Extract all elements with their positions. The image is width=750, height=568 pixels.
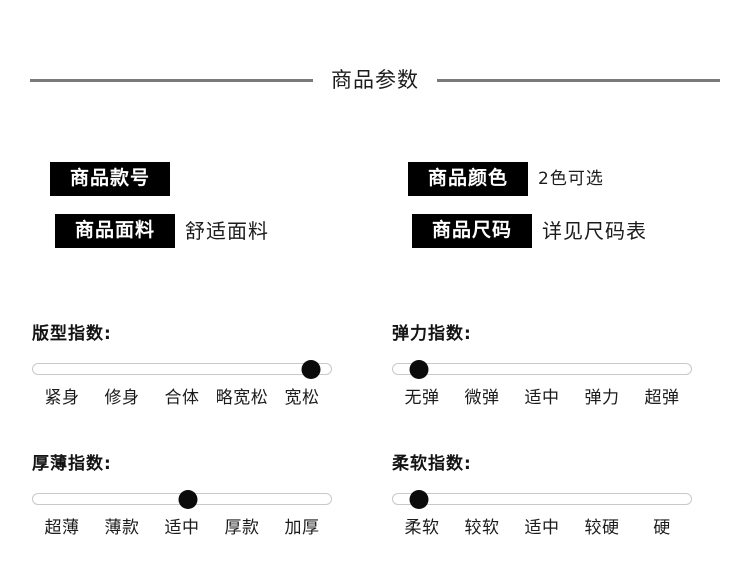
parameter-tag-fabric: 商品面料 bbox=[55, 214, 175, 248]
slider-heading-fit: 版型指数: bbox=[32, 324, 112, 344]
slider-option-label[interactable]: 适中 bbox=[164, 518, 200, 538]
slider-track-softness[interactable] bbox=[392, 490, 692, 509]
slider-option-label[interactable]: 厚款 bbox=[224, 518, 260, 538]
slider-option-label[interactable]: 微弹 bbox=[464, 388, 500, 408]
slider-option-label[interactable]: 合体 bbox=[164, 388, 200, 408]
parameter-list: 商品款号 商品面料 舒适面料 商品颜色 2色可选 商品尺码 详见尺码表 bbox=[0, 150, 750, 270]
slider-scale-elasticity: 无弹 微弹 适中 弹力 超弹 bbox=[392, 390, 692, 412]
slider-option-label[interactable]: 超薄 bbox=[44, 518, 80, 538]
title-rule-left bbox=[30, 78, 313, 82]
slider-track-thickness[interactable] bbox=[32, 490, 332, 509]
slider-option-label[interactable]: 略宽松 bbox=[215, 388, 269, 408]
slider-knob-softness[interactable] bbox=[409, 490, 429, 509]
slider-option-label[interactable]: 柔软 bbox=[404, 518, 440, 538]
parameter-tag-style-number: 商品款号 bbox=[50, 162, 170, 196]
slider-group-fit: 版型指数: 紧身 修身 合体略宽松宽松 bbox=[32, 326, 332, 412]
slider-option-label[interactable]: 适中 bbox=[524, 518, 560, 538]
slider-option-label[interactable]: 适中 bbox=[524, 388, 560, 408]
slider-option-label[interactable]: 加厚 bbox=[284, 518, 320, 538]
slider-option-label[interactable]: 修身 bbox=[104, 388, 140, 408]
slider-scale-fit: 紧身 修身 合体略宽松宽松 bbox=[32, 390, 332, 412]
slider-group-elasticity: 弹力指数: 无弹 微弹 适中 弹力 超弹 bbox=[392, 326, 692, 412]
parameter-row-size: 商品尺码 详见尺码表 bbox=[412, 214, 647, 248]
slider-option-label[interactable]: 宽松 bbox=[284, 388, 320, 408]
slider-group-thickness: 厚薄指数: 超薄 薄款 适中 厚款 加厚 bbox=[32, 456, 332, 542]
slider-track-bar-fit bbox=[32, 363, 332, 375]
slider-heading-elasticity: 弹力指数: bbox=[392, 324, 472, 344]
parameter-row-color: 商品颜色 2色可选 bbox=[408, 162, 604, 196]
slider-scale-thickness: 超薄 薄款 适中 厚款 加厚 bbox=[32, 520, 332, 542]
slider-knob-elasticity[interactable] bbox=[409, 360, 429, 379]
slider-track-elasticity[interactable] bbox=[392, 360, 692, 379]
slider-scale-softness: 柔软 较软 适中 较硬 硬 bbox=[392, 520, 692, 542]
slider-option-label[interactable]: 弹力 bbox=[584, 388, 620, 408]
slider-option-label[interactable]: 紧身 bbox=[44, 388, 80, 408]
page-title: 商品参数 bbox=[331, 67, 419, 92]
slider-option-label[interactable]: 超弹 bbox=[644, 388, 680, 408]
slider-option-label[interactable]: 较软 bbox=[464, 518, 500, 538]
slider-group-softness: 柔软指数: 柔软 较软 适中 较硬 硬 bbox=[392, 456, 692, 542]
slider-option-label[interactable]: 较硬 bbox=[584, 518, 620, 538]
slider-heading-softness: 柔软指数: bbox=[392, 454, 472, 474]
parameter-value-color: 2色可选 bbox=[538, 168, 604, 189]
parameter-row-style-number: 商品款号 bbox=[50, 162, 180, 196]
parameter-tag-size: 商品尺码 bbox=[412, 214, 532, 248]
section-title: 商品参数 bbox=[0, 60, 750, 100]
slider-knob-fit[interactable] bbox=[301, 360, 321, 379]
slider-heading-thickness: 厚薄指数: bbox=[32, 454, 112, 474]
parameter-row-fabric: 商品面料 舒适面料 bbox=[55, 214, 269, 248]
slider-track-fit[interactable] bbox=[32, 360, 332, 379]
slider-option-label[interactable]: 无弹 bbox=[404, 388, 440, 408]
slider-option-label[interactable]: 硬 bbox=[653, 518, 671, 538]
parameter-tag-color: 商品颜色 bbox=[408, 162, 528, 196]
slider-track-bar-elasticity bbox=[392, 363, 692, 375]
slider-option-label[interactable]: 薄款 bbox=[104, 518, 140, 538]
slider-knob-thickness[interactable] bbox=[178, 490, 198, 509]
parameter-value-size: 详见尺码表 bbox=[542, 219, 647, 243]
parameter-value-fabric: 舒适面料 bbox=[185, 219, 269, 243]
title-rule-right bbox=[437, 78, 720, 82]
slider-track-bar-softness bbox=[392, 493, 692, 505]
